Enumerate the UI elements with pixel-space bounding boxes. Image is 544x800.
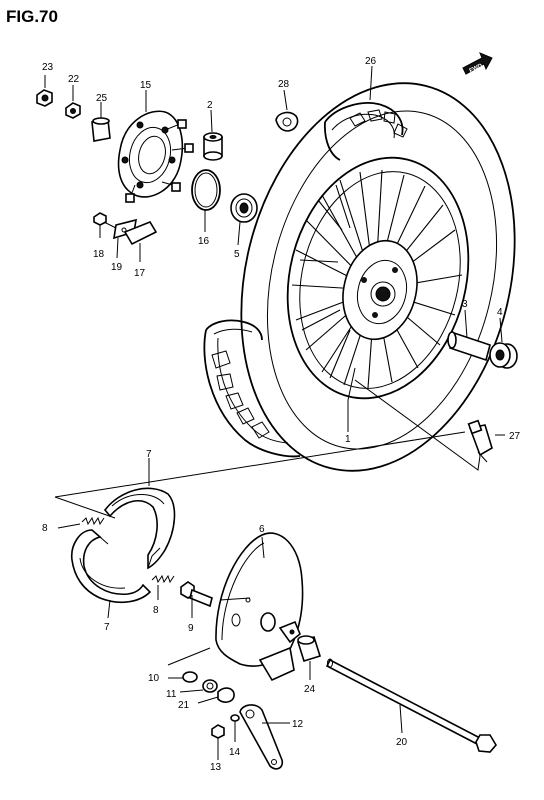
part-24-collar bbox=[296, 635, 322, 680]
callout-28: 28 bbox=[278, 79, 290, 90]
figure-title: FIG.70 bbox=[6, 7, 58, 26]
callout-13: 13 bbox=[210, 762, 222, 773]
callout-17: 17 bbox=[134, 268, 146, 279]
callout-1: 1 bbox=[345, 434, 351, 445]
callout-19: 19 bbox=[111, 262, 123, 273]
part-13-bolt bbox=[211, 724, 225, 760]
part-18-bolt bbox=[93, 212, 117, 238]
part-16-o-ring bbox=[191, 169, 221, 232]
part-12-brake-cam-lever bbox=[239, 704, 290, 770]
part-11-seal bbox=[179, 679, 218, 693]
assembly-guide-line bbox=[54, 431, 466, 498]
callout-11: 11 bbox=[166, 689, 177, 700]
part-6-brake-panel bbox=[215, 532, 304, 682]
callout-12: 12 bbox=[292, 719, 304, 730]
part-25-collar bbox=[91, 102, 111, 142]
callout-6: 6 bbox=[259, 524, 265, 535]
part-19-lock-washer bbox=[113, 218, 137, 259]
callout-26: 26 bbox=[365, 56, 377, 67]
callout-10: 10 bbox=[148, 673, 160, 684]
part-23-nut bbox=[36, 75, 53, 107]
callout-8-upper: 8 bbox=[42, 523, 48, 534]
callout-25: 25 bbox=[96, 93, 108, 104]
part-20-rear-axle bbox=[325, 658, 497, 753]
callout-15: 15 bbox=[140, 80, 152, 91]
callout-23: 23 bbox=[42, 62, 54, 73]
callout-7-lower: 7 bbox=[104, 622, 110, 633]
callout-14: 14 bbox=[229, 747, 241, 758]
callout-20: 20 bbox=[396, 737, 408, 748]
callout-22: 22 bbox=[68, 74, 80, 85]
part-2-spacer bbox=[203, 109, 223, 161]
fwd-label: FWD bbox=[469, 63, 485, 74]
callout-16: 16 bbox=[198, 236, 210, 247]
callout-24: 24 bbox=[304, 684, 316, 695]
part-15-hub-flange bbox=[117, 90, 194, 203]
part-10-washer bbox=[168, 671, 198, 683]
callout-18: 18 bbox=[93, 249, 105, 260]
callout-9: 9 bbox=[188, 623, 194, 634]
part-7-brake-shoe-upper bbox=[103, 487, 176, 570]
part-8-spring-lower bbox=[151, 574, 175, 600]
part-21-wear-indicator bbox=[197, 687, 235, 704]
part-4-collar bbox=[489, 317, 518, 369]
callout-2: 2 bbox=[207, 100, 213, 111]
rear-wheel-assembly bbox=[203, 82, 516, 472]
callout-4: 4 bbox=[497, 307, 503, 318]
part-9-camshaft bbox=[180, 581, 213, 618]
callout-21: 21 bbox=[178, 700, 190, 711]
part-8-spring-upper bbox=[57, 516, 105, 529]
part-28-clip bbox=[275, 89, 299, 132]
part-7-brake-shoe-lower bbox=[70, 529, 152, 604]
callout-7-upper: 7 bbox=[146, 449, 152, 460]
part-14-washer bbox=[230, 714, 240, 742]
part-17-lock-plate bbox=[123, 221, 158, 262]
part-3-spacer bbox=[447, 309, 491, 362]
callout-8-lower: 8 bbox=[153, 605, 159, 616]
callout-5: 5 bbox=[234, 249, 240, 260]
fwd-arrow-icon: FWD bbox=[462, 52, 493, 75]
callout-3: 3 bbox=[462, 299, 468, 310]
part-27-valve bbox=[467, 419, 505, 463]
part-5-bearing bbox=[230, 193, 258, 246]
callout-27: 27 bbox=[509, 431, 521, 442]
part-22-lock-nut bbox=[65, 85, 81, 119]
